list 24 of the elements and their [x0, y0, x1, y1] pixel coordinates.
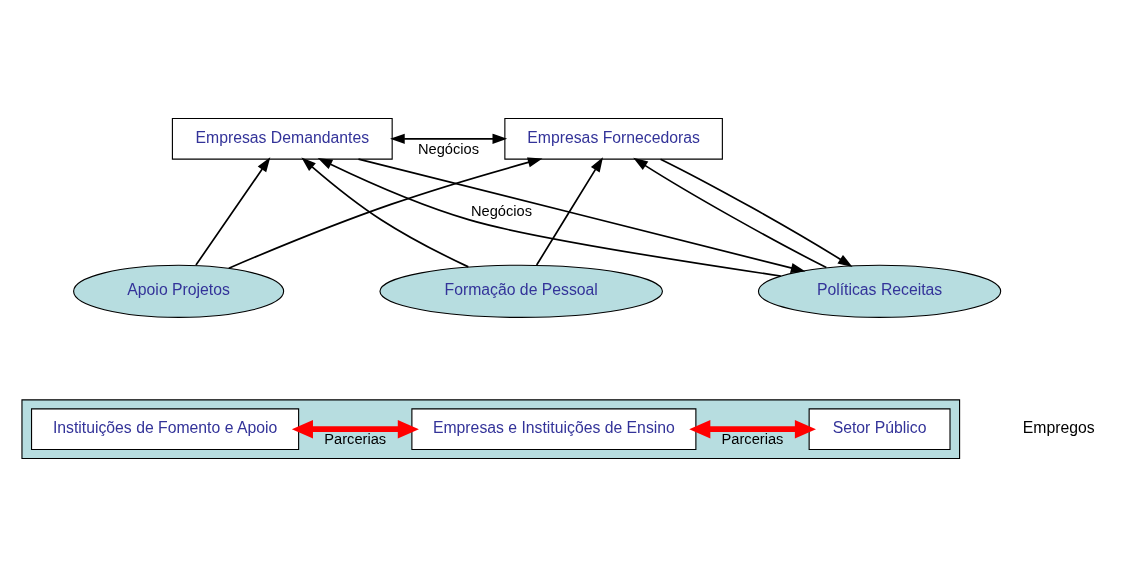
node-box: Empresas e Instituições de Ensino: [411, 407, 697, 450]
arrow: [317, 157, 782, 277]
arrow: [228, 156, 543, 269]
node-box: Empresas Fornecedoras: [504, 117, 723, 160]
arrow: [291, 419, 419, 438]
node-box: Instituições de Fomento e Apoio: [30, 407, 300, 450]
edge-label: Negócios: [470, 202, 533, 219]
node-box: Setor Público: [808, 407, 951, 450]
node-ellipse: Apoio Projetos: [73, 264, 285, 318]
edge-label: Parcerias: [324, 430, 387, 447]
arrow: [301, 156, 470, 268]
node-ellipse: Formação de Pessoal: [379, 264, 663, 318]
edge-label: Negócios: [417, 140, 480, 157]
label: Empregos: [1022, 418, 1095, 436]
cluster: [21, 398, 961, 459]
arrow: [535, 156, 603, 266]
edge-label: Parcerias: [721, 430, 784, 447]
arrow: [195, 156, 271, 266]
arrow: [357, 157, 806, 273]
arrow: [689, 419, 816, 438]
arrow: [659, 157, 853, 267]
arrow: [633, 157, 828, 268]
node-box: Empresas Demandantes: [171, 117, 393, 160]
arrow: [390, 133, 508, 144]
